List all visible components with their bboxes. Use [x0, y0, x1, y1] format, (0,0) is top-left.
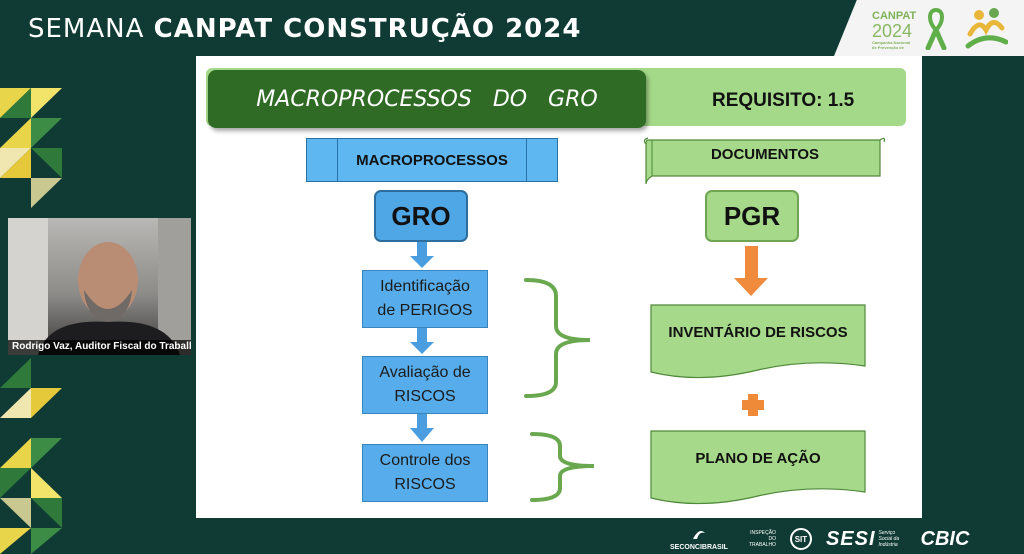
pgr-label: PGR — [723, 200, 781, 231]
presentation-slide: MACROPROCESSOS DO GRO REQUISITO: 1.5 MAC… — [196, 56, 922, 518]
pgr-box: PGR — [705, 190, 799, 242]
canpat-logo-year: 2024 — [872, 21, 913, 41]
documentos-label: DOCUMENTOS — [710, 146, 820, 163]
documentos-header: DOCUMENTOS — [642, 136, 888, 186]
participant-name-caption: Rodrigo Vaz, Auditor Fiscal do Trabalh..… — [8, 340, 191, 355]
document-label: INVENTÁRIO DE RISCOS — [668, 324, 848, 341]
step-line2: RISCOS — [394, 388, 456, 405]
requirement-label: REQUISITO: 1.5 — [712, 90, 855, 111]
document-label: PLANO DE AÇÃO — [695, 450, 821, 467]
macroprocessos-label: MACROPROCESSOS — [356, 151, 508, 169]
inspecao-label: INSPEÇÃO DO TRABALHO — [749, 530, 776, 548]
arrow-down-orange-icon — [734, 246, 768, 296]
step-line2: RISCOS — [394, 476, 456, 493]
gro-label: GRO — [391, 200, 451, 231]
seconci-label: SECONCIBRASIL — [670, 543, 728, 551]
sit-logo: SIT — [789, 528, 812, 550]
event-title-bold: CANPAT CONSTRUÇÃO 2024 — [153, 14, 582, 44]
canpat-logo-subtitle: Campanha Nacional de Prevenção de — [872, 40, 911, 50]
arrow-down-icon — [410, 328, 434, 354]
participant-avatar — [8, 218, 191, 355]
step-line1: Identificação — [380, 278, 470, 295]
sesi-subtitle: Serviço Social da Indústria — [878, 530, 900, 548]
step-line2: de PERIGOS — [377, 302, 473, 319]
document-inventario-riscos: INVENTÁRIO DE RISCOS — [650, 304, 866, 379]
step-line1: Avaliação de — [379, 364, 471, 381]
plus-icon — [742, 394, 764, 416]
macroprocessos-header: MACROPROCESSOS — [306, 138, 558, 182]
step-identificacao-perigos: Identificação de PERIGOS — [362, 270, 488, 328]
arrow-down-icon — [410, 414, 434, 442]
document-plano-acao: PLANO DE AÇÃO — [650, 430, 866, 505]
participant-video[interactable] — [8, 218, 191, 355]
slide-title: MACROPROCESSOS DO GRO — [256, 86, 598, 112]
event-title-light: SEMANA — [28, 14, 154, 44]
step-controle-riscos: Controle dos RISCOS — [362, 444, 488, 502]
scroll-banner-shape — [643, 137, 886, 185]
seconci-logo: SECONCIBRASIL — [670, 527, 728, 552]
arrow-down-icon — [410, 242, 434, 268]
people-logo-icon — [965, 8, 1008, 49]
brace-right-icon — [524, 278, 591, 398]
sesi-label: SESI — [825, 527, 876, 550]
requirement-bar: MACROPROCESSOS DO GRO REQUISITO: 1.5 — [206, 68, 906, 128]
sesi-logo: SESI Serviço Social da Indústria — [826, 528, 907, 551]
canpat-logo: CANPAT 2024 Campanha Nacional de Prevenç… — [872, 10, 916, 50]
canpat-logo-name: CANPAT — [872, 10, 917, 22]
seconci-icon — [692, 530, 705, 539]
step-avaliacao-riscos: Avaliação de RISCOS — [362, 356, 488, 414]
cbic-logo: CBIC — [920, 527, 970, 550]
brace-right-icon — [530, 432, 595, 502]
ribbon-icon — [925, 8, 947, 50]
document-shape — [650, 430, 866, 505]
sponsor-logo-panel: CANPAT 2024 Campanha Nacional de Prevenç… — [834, 0, 1024, 56]
document-shape — [650, 304, 866, 379]
footer-sponsor-logos: SECONCIBRASIL INSPEÇÃO DO TRABALHO SIT S… — [670, 524, 1024, 554]
slide-title-bar: MACROPROCESSOS DO GRO — [208, 70, 646, 128]
event-title: SEMANA CANPAT CONSTRUÇÃO 2024 — [28, 14, 581, 44]
decorative-triangle-stripe — [0, 88, 62, 554]
gro-box: GRO — [374, 190, 468, 242]
step-line1: Controle dos — [379, 452, 471, 469]
flow-connectors — [410, 242, 768, 502]
